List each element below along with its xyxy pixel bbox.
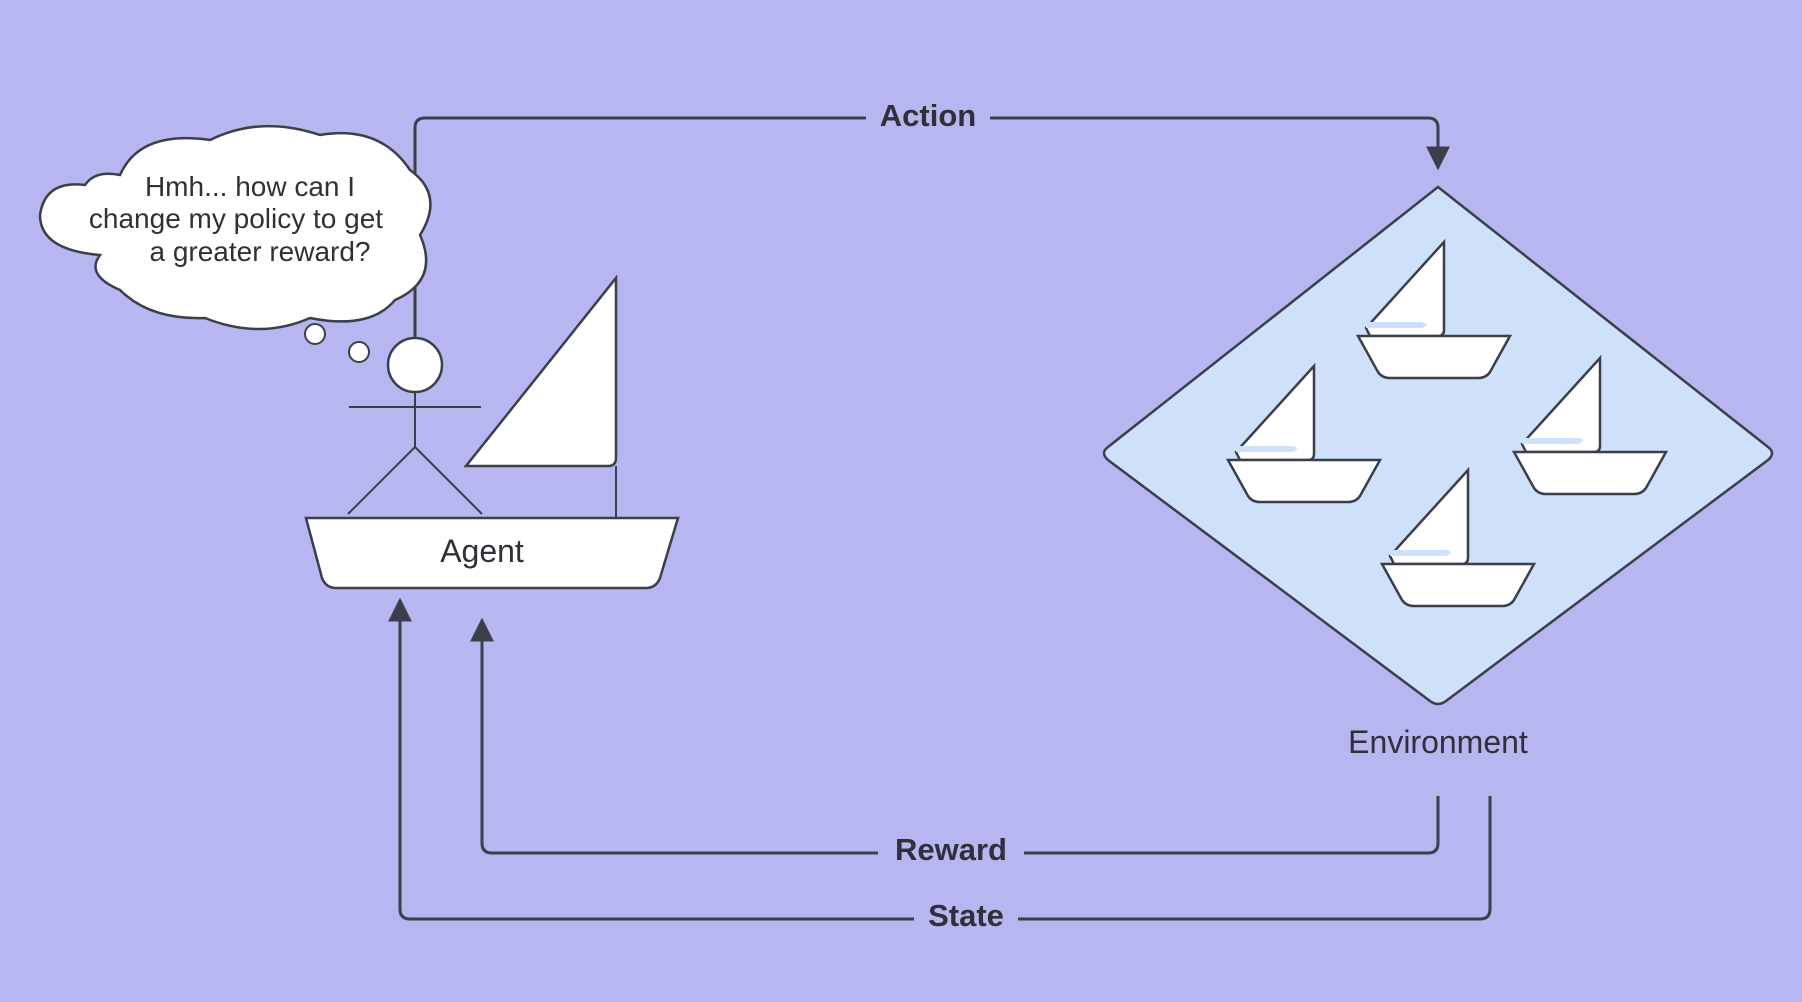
thought-cloud-icon [38, 124, 432, 363]
reward-edge [470, 617, 1440, 855]
sailboat-icon [1225, 362, 1383, 504]
action-label: Action [880, 98, 976, 133]
environment-label: Environment [1348, 724, 1528, 760]
sailboat-icon [1355, 238, 1513, 380]
stick-figure-icon [347, 336, 483, 515]
sailboat-icon [1379, 466, 1537, 608]
environment-boats [1225, 238, 1669, 608]
state-label: State [928, 898, 1004, 933]
thought-line-3: a greater reward? [149, 236, 370, 267]
action-label-bg [866, 96, 990, 136]
agent-hull [304, 516, 680, 590]
reward-label: Reward [895, 832, 1007, 867]
reward-label-bg [878, 832, 1024, 872]
thought-line-1: Hmh... how can I [145, 171, 355, 202]
thought-line-2: change my policy to get [89, 203, 383, 234]
agent-label: Agent [440, 533, 524, 569]
state-label-bg [914, 898, 1018, 938]
environment-diamond-icon [1102, 185, 1774, 706]
sailboat-icon [304, 274, 680, 590]
sailboat-icon [1511, 354, 1669, 496]
